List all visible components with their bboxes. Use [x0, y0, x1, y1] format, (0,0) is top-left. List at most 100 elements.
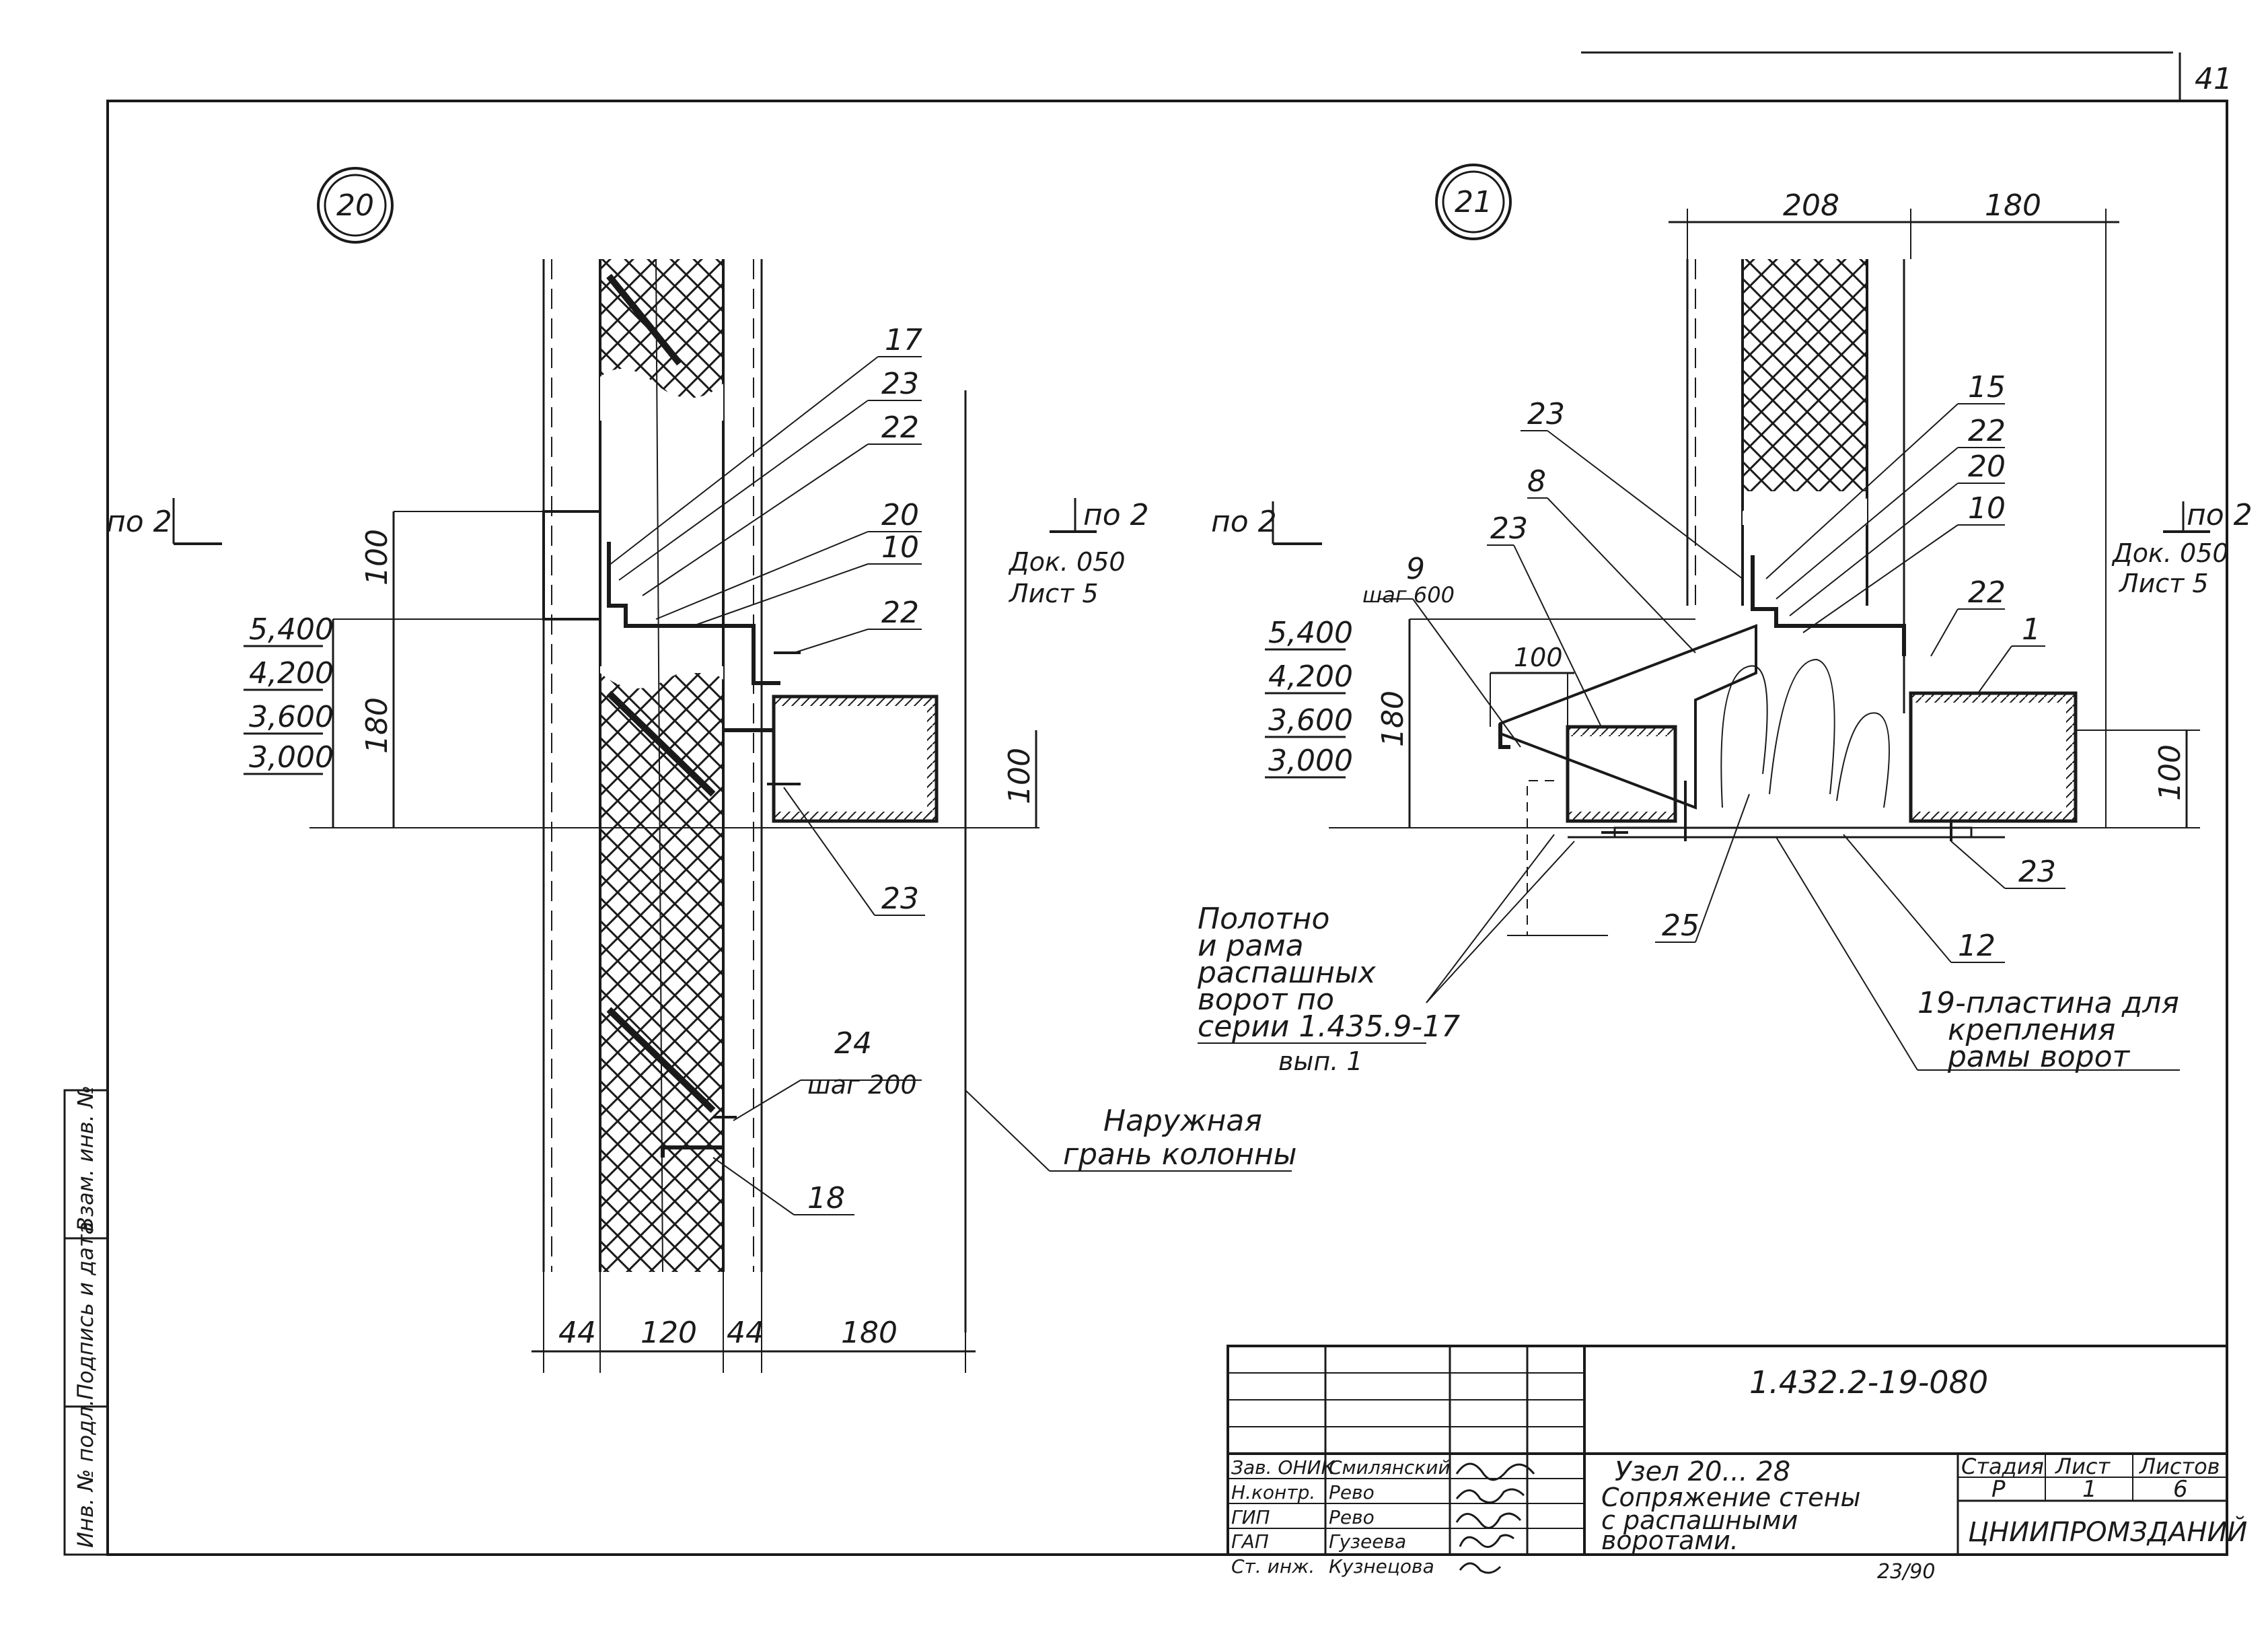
node-21-callout-9: 9	[1406, 552, 1425, 586]
node-20-elev-5400: 5,400	[249, 612, 334, 647]
node-21-callout-23b: 23	[1490, 511, 1528, 546]
sheets-total-value: 6	[2173, 1476, 2188, 1503]
node-21-callout-22a: 22	[1968, 414, 2006, 448]
node-20-callout-23b: 23	[881, 882, 919, 916]
node-21-dim-100-top: 100	[1514, 643, 1563, 672]
stamp-bottom: 23/90	[1877, 1560, 1935, 1584]
side-stamp-replace: Взам. инв. №	[73, 1086, 98, 1232]
node-20-outer-face-2: грань колонны	[1063, 1137, 1297, 1172]
sig-name-3: Рево	[1329, 1506, 1375, 1528]
node-21-section-left: по 2	[1211, 505, 1277, 539]
plate-note-line-2: крепления	[1948, 1013, 2115, 1047]
node-20-dim-44-a: 44	[558, 1316, 596, 1350]
node-21-callout-12: 12	[1958, 929, 1996, 963]
sig-name-1: Смилянский	[1329, 1456, 1451, 1479]
node-21-insulation	[1743, 259, 1867, 491]
node-20-detail: 20 Наружная	[106, 167, 1297, 1373]
node-20-outer-face-1: Наружная	[1103, 1104, 1262, 1138]
page-number: 41	[2195, 62, 2232, 96]
gate-note-line-3: распашных	[1197, 956, 1377, 990]
gate-note-line-1: Полотно	[1198, 902, 1329, 936]
gate-note-line-4: ворот по	[1198, 983, 1334, 1017]
node-21-callout-23c: 23	[2018, 855, 2056, 889]
handwritten-signatures	[1455, 1462, 1535, 1574]
node-21-elev-3000: 3,000	[1268, 744, 1353, 778]
organization: ЦНИИПРОМЗДАНИЙ	[1968, 1516, 2247, 1548]
sheets-header: Листов	[2139, 1454, 2220, 1479]
node-20-elev-3000: 3,000	[249, 740, 334, 775]
node-20-callout-17: 17	[885, 323, 922, 357]
node-20-dim-180-bottom: 180	[841, 1316, 898, 1350]
title-block: 1.432.2-19-080 Узел 20... 28 Сопряжение …	[1227, 1345, 2247, 1584]
node-20-callouts: 17 23 22 20 10 22 23 18 24 шаг 200	[608, 323, 925, 1215]
node-20-callout-20: 20	[881, 498, 919, 532]
node-21-callout-10: 10	[1968, 491, 2006, 526]
node-21-elev-5400: 5,400	[1268, 616, 1353, 650]
node-21-callout-15: 15	[1968, 370, 2006, 404]
gate-note-line-5: серии 1.435.9-17	[1198, 1009, 1460, 1044]
node-20-dim-100-right: 100	[1002, 748, 1037, 804]
node-21-ref-doc: Док. 050	[2111, 538, 2229, 568]
node-20-section-left: по 2	[106, 505, 172, 539]
node-20-callout-10: 10	[881, 530, 919, 565]
node-20-elev-4200: 4,200	[249, 656, 334, 690]
title-line-4: воротами.	[1601, 1526, 1739, 1555]
sig-name-5: Кузнецова	[1329, 1555, 1434, 1577]
side-stamp-inv: Инв. № подл.	[73, 1399, 98, 1548]
stage-value: Р	[1991, 1476, 2006, 1503]
node-21-callout-1: 1	[2022, 612, 2041, 647]
node-20-ref-doc: Док. 050	[1008, 547, 1126, 577]
node-21-callouts: 23 8 23 15 22 20 10 22 1	[1362, 370, 2065, 963]
node-20-elevations: 5,400 4,200 3,600 3,000	[244, 612, 334, 775]
node-20-step-24: шаг 200	[807, 1070, 917, 1100]
node-21-dim-208: 208	[1783, 188, 1839, 223]
node-20-section-right: по 2	[1083, 498, 1149, 532]
node-20-callout-18: 18	[807, 1181, 845, 1215]
sig-name-4: Гузеева	[1329, 1530, 1406, 1553]
node-21-callout-25: 25	[1662, 909, 1699, 943]
sig-role-3: ГИП	[1231, 1506, 1270, 1528]
node-21-dim-100-right: 100	[2153, 744, 2187, 801]
drawing-designation: 1.432.2-19-080	[1749, 1364, 1988, 1400]
side-stamp: Инв. № подл. Подпись и дата Взам. инв. №	[63, 1086, 109, 1556]
gate-note-line-2: и рама	[1198, 929, 1304, 963]
node-20-callout-22b: 22	[881, 596, 919, 630]
plate-note-line-1: 19-пластина для	[1917, 986, 2179, 1020]
sheet-header: Лист	[2055, 1454, 2111, 1479]
gate-note-line-6: вып. 1	[1278, 1046, 1363, 1076]
sig-role-4: ГАП	[1231, 1530, 1269, 1553]
node-21-badge: 21	[1455, 185, 1492, 219]
node-20-callout-23a: 23	[881, 367, 919, 401]
side-stamp-sign: Подпись и дата	[73, 1221, 98, 1400]
node-21-dim-180-top: 180	[1985, 188, 2041, 223]
sig-role-2: Н.контр.	[1231, 1481, 1315, 1503]
node-21-callout-20: 20	[1968, 450, 2006, 484]
node-20-dim-100: 100	[360, 529, 394, 586]
node-21-dim-180: 180	[1376, 690, 1410, 747]
node-21-elev-4200: 4,200	[1268, 660, 1353, 694]
node-20-ref-sheet: Лист 5	[1008, 579, 1099, 608]
sig-name-2: Рево	[1329, 1481, 1375, 1503]
node-21-elevations: 5,400 4,200 3,600 3,000	[1265, 616, 1353, 779]
sheet-value: 1	[2082, 1476, 2097, 1503]
node-20-dim-120: 120	[641, 1316, 697, 1350]
node-21-callout-22b: 22	[1968, 575, 2006, 610]
node-20-dim-44-b: 44	[727, 1316, 764, 1350]
node-20-elev-3600: 3,600	[249, 700, 334, 734]
node-21-plate-note: 19-пластина для крепления рамы ворот	[1776, 837, 2180, 1074]
sheet-frame: 41	[106, 51, 2232, 1556]
sig-role-1: Зав. ОНИК	[1231, 1456, 1335, 1479]
node-21-section-right: по 2	[2187, 498, 2253, 532]
stage-header: Стадия	[1961, 1454, 2044, 1479]
node-20-dim-180: 180	[360, 697, 394, 754]
node-20-callout-24: 24	[834, 1026, 872, 1061]
title-line-2: Сопряжение стены	[1601, 1483, 1860, 1512]
node-21-ref-sheet: Лист 5	[2118, 569, 2209, 598]
node-21-detail: 21 208 180	[1197, 164, 2253, 1076]
title-line-1: Узел 20... 28	[1615, 1456, 1790, 1487]
node-21-callout-23a: 23	[1527, 397, 1565, 431]
plate-note-line-3: рамы ворот	[1947, 1040, 2131, 1074]
node-21-step-9: шаг 600	[1362, 582, 1455, 608]
sig-role-5: Ст. инж.	[1231, 1555, 1315, 1577]
